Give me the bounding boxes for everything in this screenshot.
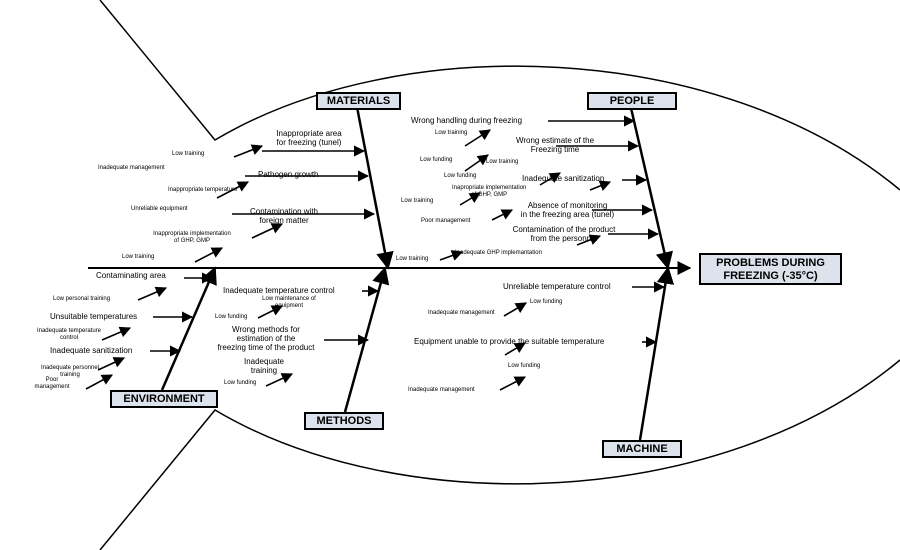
cause-label: Contamination of the product from the pe… [494, 225, 634, 243]
subcause-label: Low funding [508, 363, 541, 369]
subcause-text: training [60, 372, 80, 378]
people-arrows [439, 115, 660, 261]
subcause-label: Low funding [444, 173, 477, 179]
subcause-label: Inadequate personnel training [34, 365, 106, 379]
cause-text: in the freezing area (tunel) [520, 210, 615, 219]
subcause-text: equipment [274, 303, 304, 309]
cause-text: Contamination of the product [512, 225, 616, 234]
subcause-label: Low funding [530, 299, 563, 305]
category-methods: METHODS [304, 412, 384, 430]
subcause-text: control [59, 335, 78, 341]
subcause-label: Inadequate management [428, 310, 495, 316]
subcause-label: Low training [122, 254, 155, 260]
environment-bone [160, 266, 217, 391]
subcause-label: Low funding [224, 380, 257, 386]
cause-text: Inadequate [243, 357, 285, 366]
category-machine: MACHINE [602, 440, 682, 458]
subcause-label: Inapropriate implementation of GHP, GMP [452, 185, 526, 199]
cause-label: Inadequate sanitization [50, 346, 133, 355]
fish-outline-upper [99, 0, 900, 191]
cause-label: Unsuitable temperatures [50, 312, 138, 321]
materials-bone [355, 106, 394, 270]
cause-label: Inappropriate area for freezing (tunel) [254, 129, 364, 147]
cause-label: Inadequate training [236, 357, 292, 375]
materials-arrows [194, 144, 376, 263]
subcause-text: of GHP, GMP [174, 238, 210, 244]
environment-arrows [85, 272, 214, 390]
cause-label: Inadequate temperature control [223, 286, 335, 295]
cause-text: Wrong estimate of the [515, 136, 595, 145]
methods-arrows [257, 285, 380, 387]
category-environment: ENVIRONMENT [110, 390, 218, 408]
subcause-label: Inappropriate temperature [168, 187, 238, 193]
fish-outline-lower [99, 359, 900, 550]
cause-text: Wrong methods for [232, 325, 300, 334]
subcause-label: Unreliable equipment [131, 206, 188, 212]
subcause-label: Inadequate temperature control [28, 328, 110, 342]
subcause-text: Low maintenance of [262, 296, 316, 302]
cause-text: Contamination with [249, 207, 319, 216]
subcause-label: Inadequate management [408, 387, 475, 393]
subcause-label: Inadequate management [98, 165, 165, 171]
subcause-label: Poor management [421, 218, 471, 224]
cause-label: Wrong methods for estimation of the free… [206, 325, 326, 352]
subcause-text: of GHP, GMP [471, 192, 508, 198]
cause-label: Inadequate sanitization [522, 174, 605, 183]
subcause-label: Low funding [215, 314, 248, 320]
cause-label: Unreliable temperature control [503, 282, 611, 291]
machine-bone [638, 266, 675, 441]
category-materials: MATERIALS [316, 92, 401, 110]
cause-label: Equipment unable to provide the suitable… [414, 337, 605, 346]
cause-text: from the personnel [530, 234, 598, 243]
subcause-label: Low training [435, 130, 468, 136]
cause-label: Contamination with foreign matter [234, 207, 334, 225]
cause-text: Absence of monitoring [527, 201, 608, 210]
cause-text: freezing time of the product [217, 343, 315, 352]
subcause-label: Low training [396, 256, 429, 262]
cause-text: Freezing time [530, 145, 580, 154]
cause-text: Inappropriate area [276, 129, 342, 138]
cause-text: foreign matter [259, 216, 309, 225]
subcause-label: Low funding [420, 157, 453, 163]
subcause-label: Inadequate GHP implemantation [455, 250, 542, 256]
cause-label: Wrong estimate of the Freezing time [500, 136, 610, 154]
subcause-text: Inadequate personnel [40, 365, 100, 371]
category-people: PEOPLE [587, 92, 677, 110]
cause-label: Wrong handling during freezing [411, 116, 523, 125]
cause-label: Contaminating area [96, 271, 166, 280]
subcause-text: Inadequate temperature [36, 328, 102, 334]
subcause-label: Low training [172, 151, 205, 157]
cause-label: Pathogen growth [258, 170, 319, 179]
subcause-label: Low maintenance of equipment [250, 296, 328, 310]
subcause-label: Poor management [28, 377, 76, 391]
effect-line-1: PROBLEMS DURING [716, 257, 825, 269]
subcause-label: Low training [486, 159, 519, 165]
cause-text: for freezing (tunel) [276, 138, 342, 147]
cause-text: estimation of the [236, 334, 296, 343]
subcause-text: Inapropriate implementation [452, 185, 527, 191]
effect-box: PROBLEMS DURING FREEZING (-35°C) [699, 253, 842, 285]
subcause-text: Poor [45, 377, 59, 383]
subcause-label: Inappropriate implementation of GHP, GMP [136, 231, 248, 245]
subcause-text: management [34, 384, 70, 390]
subcause-label: Low personal training [53, 296, 111, 302]
subcause-text: Inappropriate implementation [153, 231, 231, 237]
subcause-label: Low training [401, 198, 434, 204]
cause-label: Absence of monitoring in the freezing ar… [505, 201, 630, 219]
effect-line-2: FREEZING (-35°C) [723, 270, 818, 282]
cause-text: training [250, 366, 278, 375]
machine-arrows [499, 281, 666, 391]
people-bone [629, 107, 673, 270]
